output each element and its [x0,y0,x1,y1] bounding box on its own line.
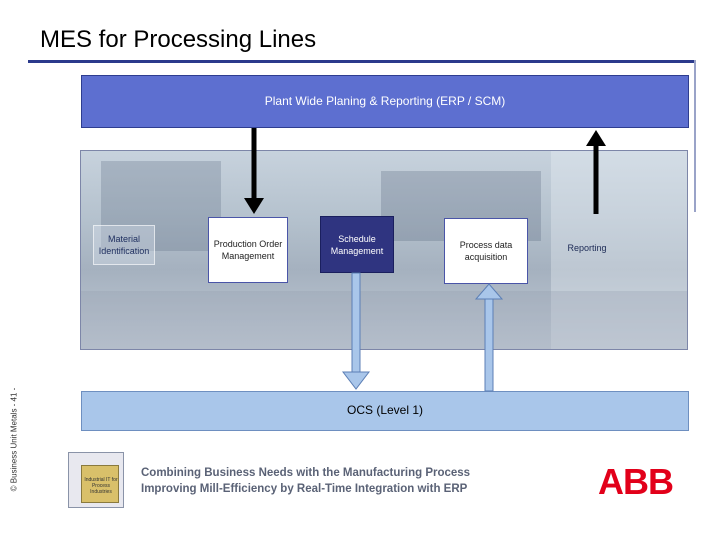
erp-scm-box: Plant Wide Planing & Reporting (ERP / SC… [81,75,689,128]
ocs-label: OCS (Level 1) [346,403,424,417]
footer-line-1: Combining Business Needs with the Manufa… [141,467,471,479]
footer-line-2: Improving Mill-Efficiency by Real-Time I… [141,483,468,495]
title-underline [28,60,696,63]
schedule-management-module: Schedule Management [320,216,394,273]
production-order-module: Production Order Management [208,217,288,283]
material-identification-module: Material Identification [93,225,155,265]
photo-coils [551,151,687,349]
photo-machinery [101,161,221,251]
reporting-module: Reporting [556,238,618,258]
footer-text: Combining Business Needs with the Manufa… [141,465,470,497]
erp-scm-label: Plant Wide Planing & Reporting (ERP / SC… [264,94,506,108]
erp-to-production-arrow-head [244,198,264,214]
process-data-module: Process data acquisition [444,218,528,284]
material-identification-label: Material Identification [98,234,150,256]
industrial-it-icon: Industrial IT for Process Industries [68,452,124,508]
ocs-to-process-arrow-shaft [484,297,494,392]
abb-logo: ABB [598,461,674,502]
industrial-it-folder-icon [81,465,119,503]
process-data-label: Process data acquisition [459,240,513,262]
schedule-management-label: Schedule Management [330,233,384,256]
ocs-box: OCS (Level 1) [81,391,689,431]
industrial-it-icon-label: Industrial IT for Process Industries [84,477,118,495]
page-title: MES for Processing Lines [40,26,317,53]
right-border-line [694,60,696,212]
photo-floor [81,291,687,349]
ocs-to-process-arrow-head [474,283,504,300]
reporting-to-erp-arrow-head [586,130,606,146]
schedule-to-ocs-arrow-shaft [351,272,361,374]
schedule-to-ocs-arrow-head [341,371,371,390]
reporting-label: Reporting [567,243,607,253]
production-order-label: Production Order Management [213,239,283,261]
